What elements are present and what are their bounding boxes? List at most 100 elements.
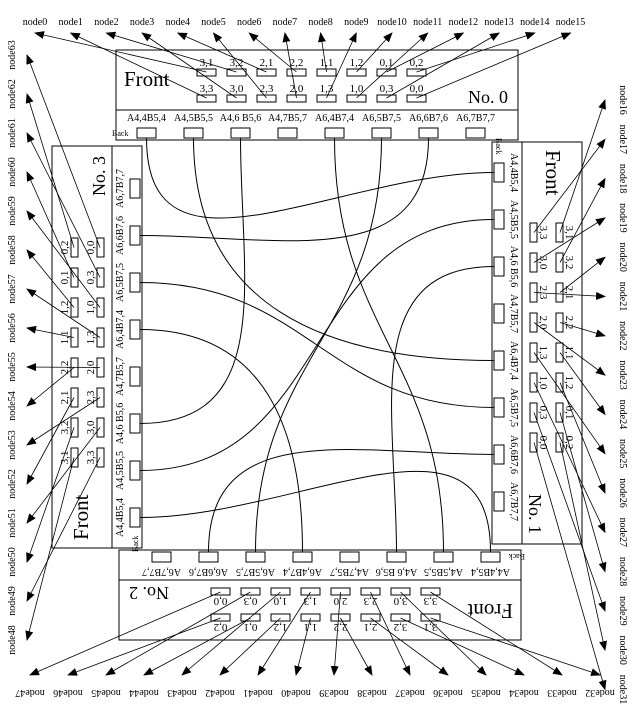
node-label: node10 bbox=[377, 17, 406, 28]
slot-label: 0,3 bbox=[85, 270, 97, 284]
back-label: Back bbox=[509, 552, 525, 561]
node-label: node27 bbox=[617, 518, 628, 547]
slot-label: 2,3 bbox=[85, 390, 97, 404]
front-slot bbox=[406, 94, 427, 103]
back-port-label: A6,7B7,7 bbox=[508, 482, 519, 521]
slot-label: 1,1 bbox=[563, 346, 575, 360]
back-port bbox=[480, 551, 501, 563]
slot-label: 2,2 bbox=[563, 316, 575, 330]
back-port-label: A4,7B5,7 bbox=[115, 357, 126, 396]
back-label: Back bbox=[112, 129, 128, 138]
node-label: node11 bbox=[413, 17, 442, 28]
back-port-label: A6,6B7,6 bbox=[115, 216, 126, 255]
front-slot bbox=[406, 68, 427, 77]
back-port-label: A6,7B7,7 bbox=[115, 169, 126, 208]
back-port-label: A4,5B5,5 bbox=[174, 113, 213, 124]
node-link-arrow-icon bbox=[430, 617, 601, 676]
backplane-wire bbox=[193, 137, 495, 361]
node-label: node32 bbox=[585, 687, 614, 698]
node-label: node61 bbox=[7, 118, 18, 147]
node-link-arrow-icon bbox=[25, 457, 75, 641]
node-link-arrow-icon bbox=[370, 591, 411, 676]
board-number: No. 2 bbox=[129, 583, 169, 603]
front-slot bbox=[196, 94, 217, 103]
front-slot bbox=[529, 372, 538, 393]
back-port bbox=[129, 507, 141, 528]
slot-label: 3,2 bbox=[59, 421, 71, 435]
front-slot bbox=[256, 94, 277, 103]
slot-label: 1,0 bbox=[273, 595, 287, 607]
front-slot bbox=[529, 312, 538, 333]
node-label: node44 bbox=[129, 687, 158, 698]
node-link-arrow-icon bbox=[559, 177, 606, 263]
node-label: node46 bbox=[53, 687, 82, 698]
node-link-arrow-icon bbox=[219, 617, 281, 676]
back-port-label: A4,7B5,7 bbox=[268, 113, 307, 124]
slot-label: 1,1 bbox=[304, 621, 318, 633]
back-port-label: A6,6B7,6 bbox=[409, 113, 448, 124]
node-label: node56 bbox=[7, 313, 18, 342]
slot-label: 2,3 bbox=[363, 595, 377, 607]
node-link-arrow-icon bbox=[400, 617, 525, 676]
front-slot bbox=[555, 282, 564, 303]
back-panel bbox=[111, 145, 143, 549]
slot-label: 1,2 bbox=[563, 376, 575, 390]
slot-label: 0,1 bbox=[380, 57, 394, 69]
board-number: No. 1 bbox=[525, 494, 545, 534]
node-label: node22 bbox=[617, 321, 628, 350]
back-port bbox=[245, 551, 266, 563]
front-slot bbox=[96, 387, 105, 408]
back-port bbox=[465, 127, 486, 139]
node-link-arrow-icon bbox=[559, 352, 606, 416]
node-label: node6 bbox=[237, 17, 261, 28]
slot-label: 0,0 bbox=[410, 83, 424, 95]
backplane-wire bbox=[139, 137, 429, 242]
slot-label: 3,0 bbox=[85, 420, 97, 434]
back-port bbox=[230, 127, 251, 139]
back-panel bbox=[118, 549, 522, 581]
node-link-arrow-icon bbox=[533, 322, 606, 376]
node-link-arrow-icon bbox=[416, 32, 572, 99]
slot-label: 2,0 bbox=[290, 83, 304, 95]
node-label: node63 bbox=[7, 40, 18, 69]
front-slot bbox=[226, 94, 247, 103]
front-slot bbox=[346, 94, 367, 103]
node-link-arrow-icon bbox=[26, 210, 101, 308]
front-slot bbox=[70, 327, 79, 348]
node-label: node48 bbox=[7, 625, 18, 654]
front-slot bbox=[96, 417, 105, 438]
front-slot bbox=[390, 587, 411, 596]
node-label: node58 bbox=[7, 235, 18, 264]
back-port bbox=[493, 350, 505, 371]
back-port bbox=[493, 303, 505, 324]
back-port bbox=[493, 491, 505, 512]
back-port bbox=[339, 551, 360, 563]
slot-label: 0,3 bbox=[380, 83, 394, 95]
backplane-wire bbox=[255, 137, 382, 553]
back-port-label: A4,7B5,7 bbox=[508, 294, 519, 333]
node-link-arrow-icon bbox=[26, 171, 75, 278]
slot-label: 0,3 bbox=[243, 595, 257, 607]
node-label: node38 bbox=[357, 687, 386, 698]
slot-label: 3,0 bbox=[230, 83, 244, 95]
back-panel bbox=[115, 109, 519, 141]
node-link-arrow-icon bbox=[26, 249, 75, 308]
slot-label: 1,0 bbox=[350, 83, 364, 95]
back-port bbox=[129, 460, 141, 481]
node-label: node41 bbox=[243, 687, 272, 698]
back-port-label: A6,5B7,5 bbox=[115, 263, 126, 302]
back-port-label: A4,4B5,4 bbox=[127, 113, 166, 124]
front-slot bbox=[70, 297, 79, 318]
slot-label: 0,0 bbox=[213, 595, 227, 607]
back-port bbox=[418, 127, 439, 139]
back-port bbox=[129, 178, 141, 199]
node-label: node39 bbox=[319, 687, 348, 698]
node-link-arrow-icon bbox=[26, 457, 101, 602]
slot-label: 3,3 bbox=[200, 83, 214, 95]
slot-label: 2,1 bbox=[364, 621, 378, 633]
front-slot bbox=[196, 68, 217, 77]
node-link-arrow-icon bbox=[533, 138, 606, 233]
